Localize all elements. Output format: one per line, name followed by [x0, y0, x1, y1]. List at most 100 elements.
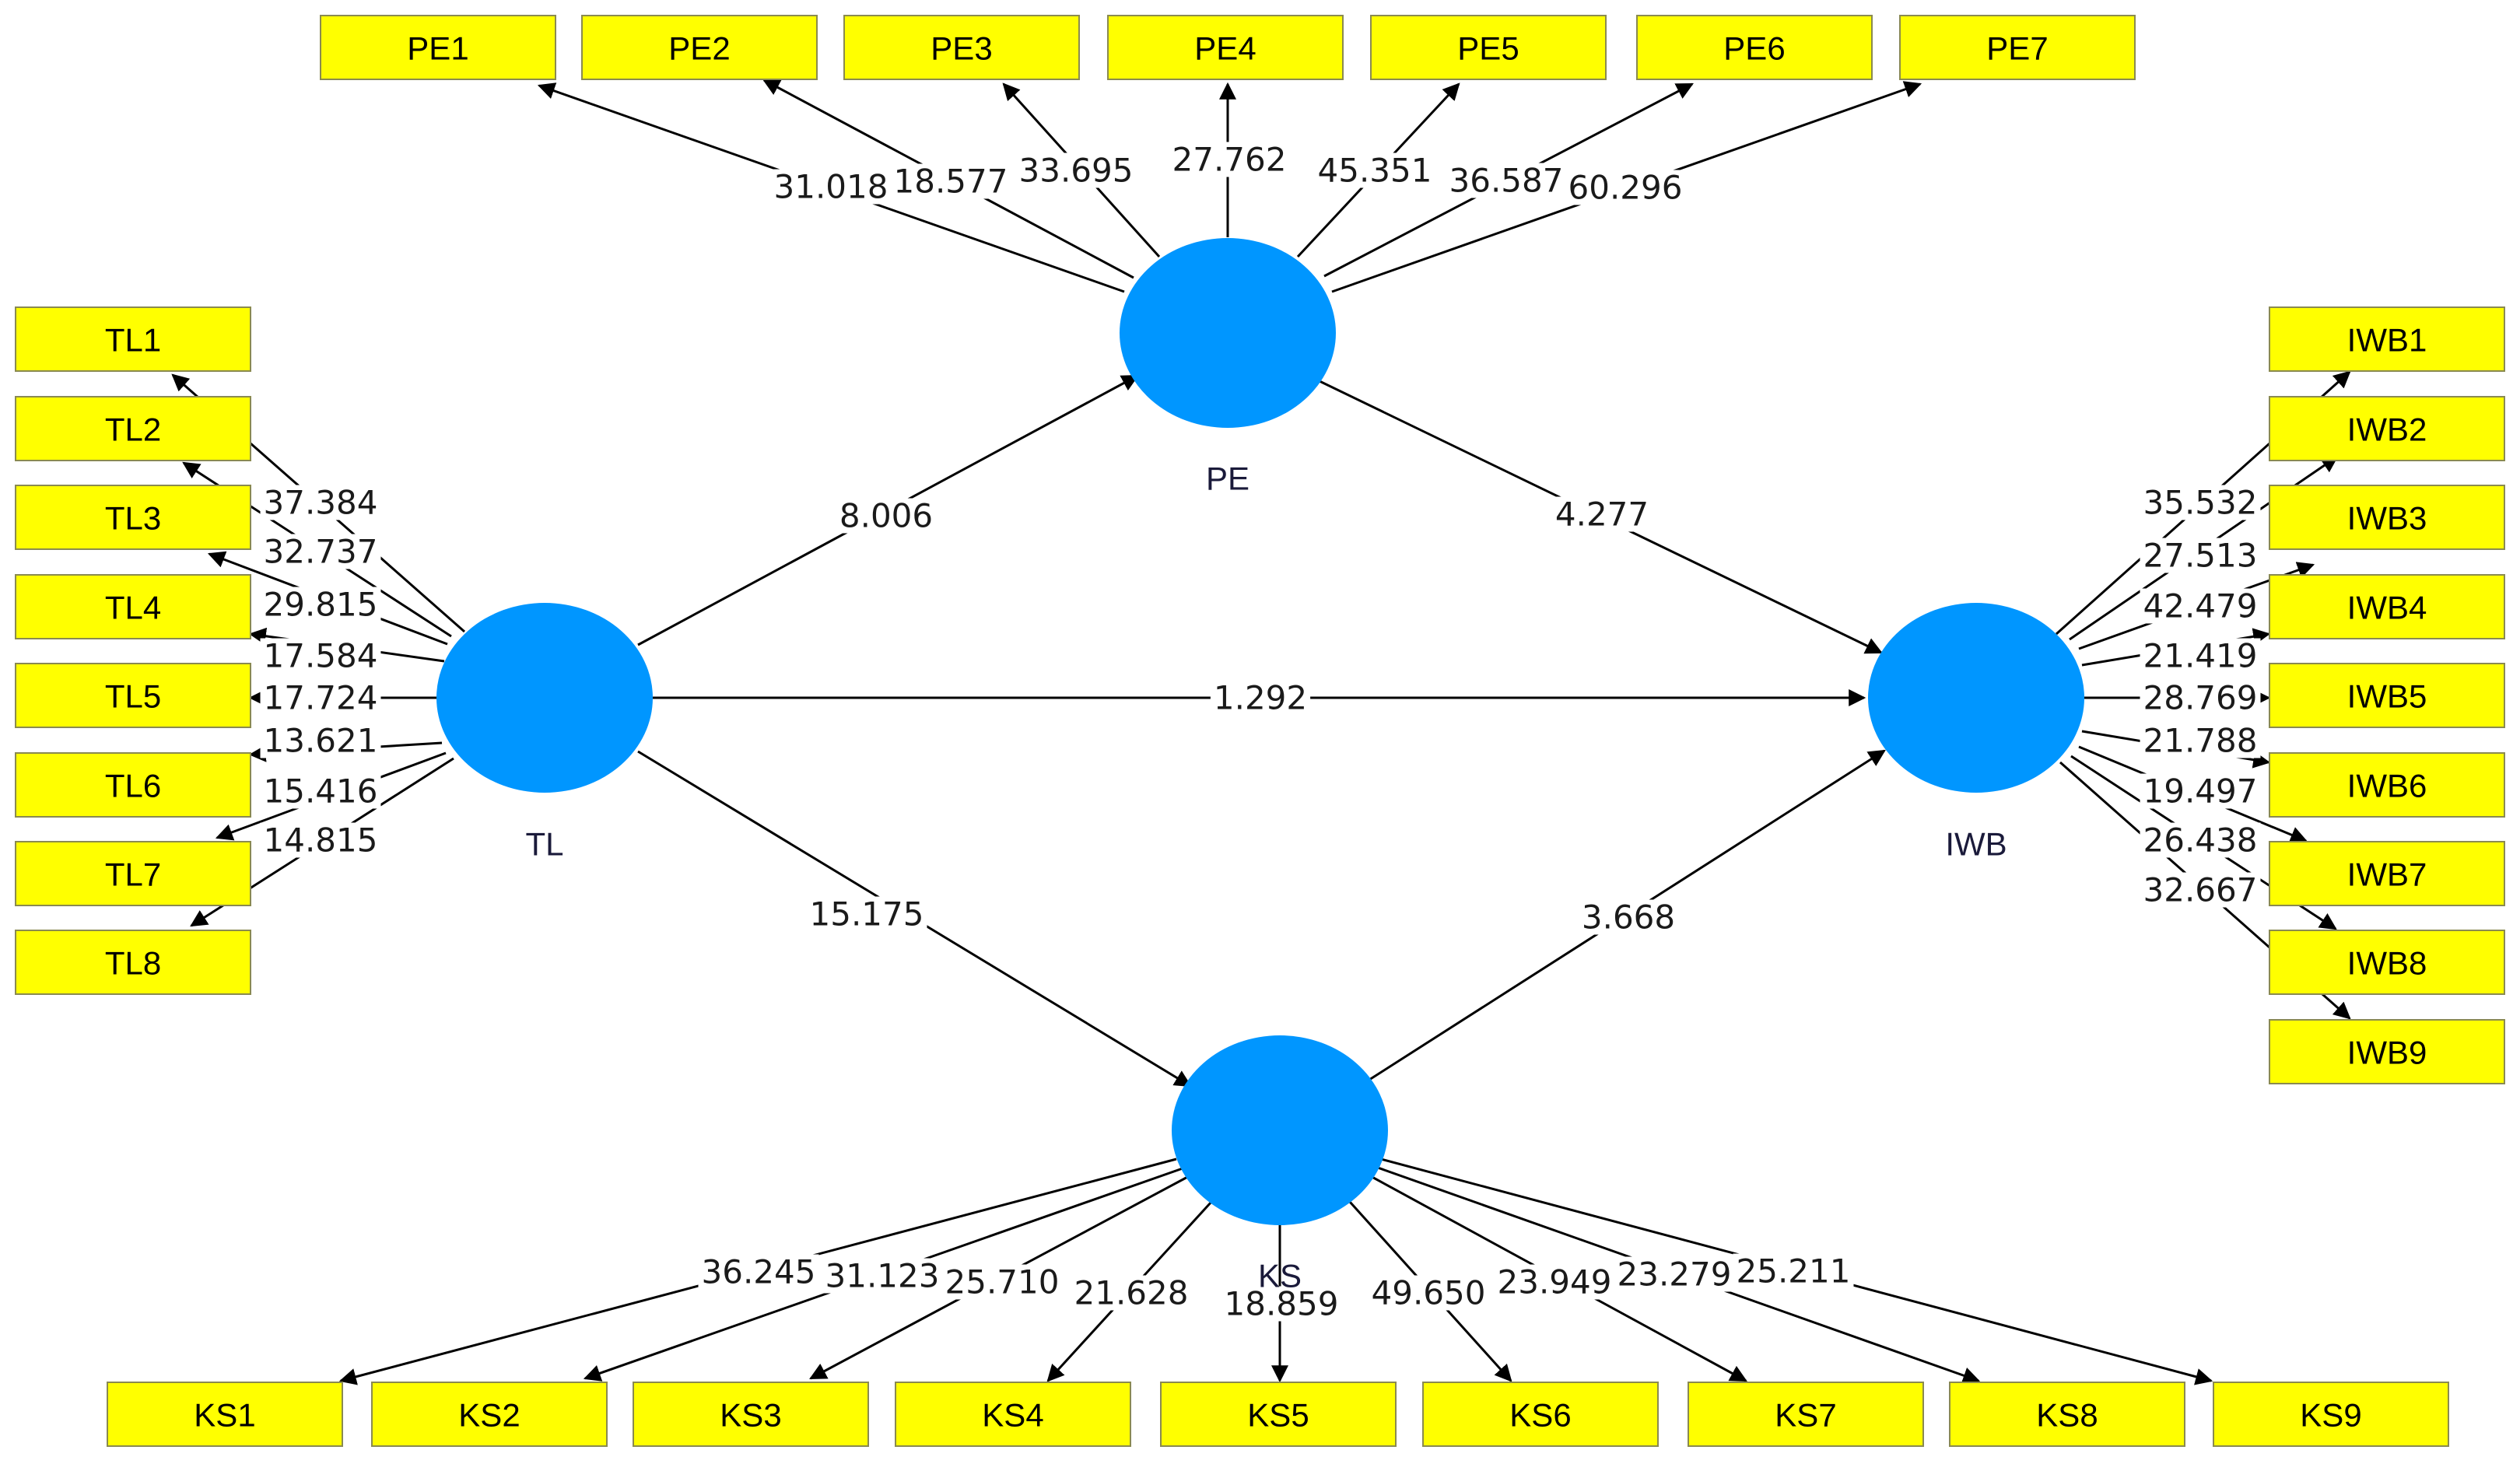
- indicator-iwb4[interactable]: IWB4: [2269, 574, 2505, 639]
- indicator-box[interactable]: [2269, 306, 2505, 372]
- indicator-box[interactable]: [2269, 841, 2505, 906]
- indicator-box[interactable]: [1636, 15, 1873, 80]
- indicator-box[interactable]: [107, 1382, 343, 1447]
- loading-value-ks3: 25.710: [941, 1263, 1063, 1301]
- indicator-pe2[interactable]: PE2: [581, 15, 818, 80]
- loading-value-tl4-text: 17.584: [264, 637, 378, 675]
- loading-value-ks2-text: 31.123: [825, 1257, 940, 1295]
- indicator-tl8[interactable]: TL8: [15, 930, 251, 995]
- indicator-box[interactable]: [633, 1382, 869, 1447]
- indicator-box[interactable]: [1688, 1382, 1924, 1447]
- indicator-tl6[interactable]: TL6: [15, 752, 251, 818]
- indicator-tl7[interactable]: TL7: [15, 841, 251, 906]
- indicator-box[interactable]: [1949, 1382, 2185, 1447]
- loading-value-pe7-text: 60.296: [1568, 169, 1683, 207]
- loading-value-pe3-text: 33.695: [1019, 152, 1134, 190]
- loading-value-iwb7-bg: [2140, 773, 2261, 809]
- indicator-tl2[interactable]: TL2: [15, 396, 251, 461]
- indicator-box[interactable]: [1422, 1382, 1659, 1447]
- indicator-tl5[interactable]: TL5: [15, 663, 251, 728]
- indicator-pe7[interactable]: PE7: [1899, 15, 2136, 80]
- indicator-box[interactable]: [15, 574, 251, 639]
- indicator-ks4[interactable]: KS4: [895, 1382, 1131, 1447]
- loading-value-pe4-text: 27.762: [1172, 141, 1287, 179]
- loading-value-tl6-bg: [260, 723, 381, 758]
- loading-value-tl3-text: 29.815: [264, 586, 378, 624]
- indicator-label: IWB4: [2347, 590, 2427, 626]
- indicator-ks7[interactable]: KS7: [1688, 1382, 1924, 1447]
- indicator-tl3[interactable]: TL3: [15, 485, 251, 550]
- latent-pe[interactable]: PE: [1120, 238, 1336, 497]
- indicator-ks6[interactable]: KS6: [1422, 1382, 1659, 1447]
- indicator-ks1[interactable]: KS1: [107, 1382, 343, 1447]
- indicator-iwb8[interactable]: IWB8: [2269, 930, 2505, 995]
- loading-value-ks1-bg: [698, 1254, 819, 1290]
- indicator-iwb3[interactable]: IWB3: [2269, 485, 2505, 550]
- latent-tl[interactable]: TL: [436, 603, 653, 863]
- loading-value-ks6-text: 49.650: [1372, 1274, 1486, 1312]
- indicator-box[interactable]: [2269, 663, 2505, 728]
- path-value-tl-iwb-bg: [1210, 680, 1311, 716]
- indicator-box[interactable]: [2269, 930, 2505, 995]
- latent-label: PE: [1206, 461, 1249, 497]
- indicator-box[interactable]: [2269, 485, 2505, 550]
- indicator-pe6[interactable]: PE6: [1636, 15, 1873, 80]
- indicator-tl1[interactable]: TL1: [15, 306, 251, 372]
- indicator-ks2[interactable]: KS2: [371, 1382, 608, 1447]
- indicator-ks5[interactable]: KS5: [1160, 1382, 1397, 1447]
- loading-value-iwb1: 35.532: [2140, 484, 2261, 522]
- loading-value-iwb1-bg: [2140, 485, 2261, 520]
- indicator-label: KS3: [720, 1397, 781, 1434]
- indicator-box[interactable]: [2269, 574, 2505, 639]
- indicator-tl4[interactable]: TL4: [15, 574, 251, 639]
- loading-value-pe2-bg: [890, 163, 1011, 199]
- indicator-box[interactable]: [15, 841, 251, 906]
- indicator-iwb7[interactable]: IWB7: [2269, 841, 2505, 906]
- indicator-box[interactable]: [15, 396, 251, 461]
- latent-circle[interactable]: [1120, 238, 1336, 428]
- indicator-box[interactable]: [2269, 1019, 2505, 1084]
- indicator-pe1[interactable]: PE1: [320, 15, 556, 80]
- loading-value-pe3-bg: [1015, 152, 1137, 188]
- indicator-ks3[interactable]: KS3: [633, 1382, 869, 1447]
- indicator-box[interactable]: [895, 1382, 1131, 1447]
- indicator-box[interactable]: [2269, 752, 2505, 818]
- indicator-iwb5[interactable]: IWB5: [2269, 663, 2505, 728]
- loading-value-iwb4-bg: [2140, 638, 2261, 674]
- indicator-iwb9[interactable]: IWB9: [2269, 1019, 2505, 1084]
- indicator-ks9[interactable]: KS9: [2213, 1382, 2449, 1447]
- indicator-label: KS4: [982, 1397, 1043, 1434]
- indicator-pe5[interactable]: PE5: [1370, 15, 1607, 80]
- indicator-pe3[interactable]: PE3: [843, 15, 1080, 80]
- indicator-box[interactable]: [1160, 1382, 1397, 1447]
- loading-value-ks4-text: 21.628: [1074, 1274, 1189, 1312]
- latent-iwb[interactable]: IWB: [1868, 603, 2084, 863]
- indicator-box[interactable]: [2213, 1382, 2449, 1447]
- loading-value-iwb9-text: 32.667: [2143, 871, 2258, 909]
- indicator-box[interactable]: [15, 306, 251, 372]
- indicator-box[interactable]: [15, 752, 251, 818]
- indicator-iwb6[interactable]: IWB6: [2269, 752, 2505, 818]
- latent-circle[interactable]: [1172, 1035, 1388, 1225]
- latent-circle[interactable]: [436, 603, 653, 793]
- indicator-ks8[interactable]: KS8: [1949, 1382, 2185, 1447]
- indicator-box[interactable]: [1370, 15, 1607, 80]
- indicator-box[interactable]: [15, 663, 251, 728]
- indicator-box[interactable]: [843, 15, 1080, 80]
- indicator-box[interactable]: [371, 1382, 608, 1447]
- indicator-box[interactable]: [15, 485, 251, 550]
- latent-ks[interactable]: KS: [1172, 1035, 1388, 1294]
- indicator-box[interactable]: [1107, 15, 1344, 80]
- indicator-box[interactable]: [2269, 396, 2505, 461]
- indicator-box[interactable]: [15, 930, 251, 995]
- indicator-box[interactable]: [320, 15, 556, 80]
- indicator-pe4[interactable]: PE4: [1107, 15, 1344, 80]
- latent-label: TL: [525, 826, 563, 863]
- indicator-label: PE3: [931, 30, 992, 67]
- indicator-box[interactable]: [581, 15, 818, 80]
- latent-circle[interactable]: [1868, 603, 2084, 793]
- indicator-iwb2[interactable]: IWB2: [2269, 396, 2505, 461]
- indicator-iwb1[interactable]: IWB1: [2269, 306, 2505, 372]
- indicator-box[interactable]: [1899, 15, 2136, 80]
